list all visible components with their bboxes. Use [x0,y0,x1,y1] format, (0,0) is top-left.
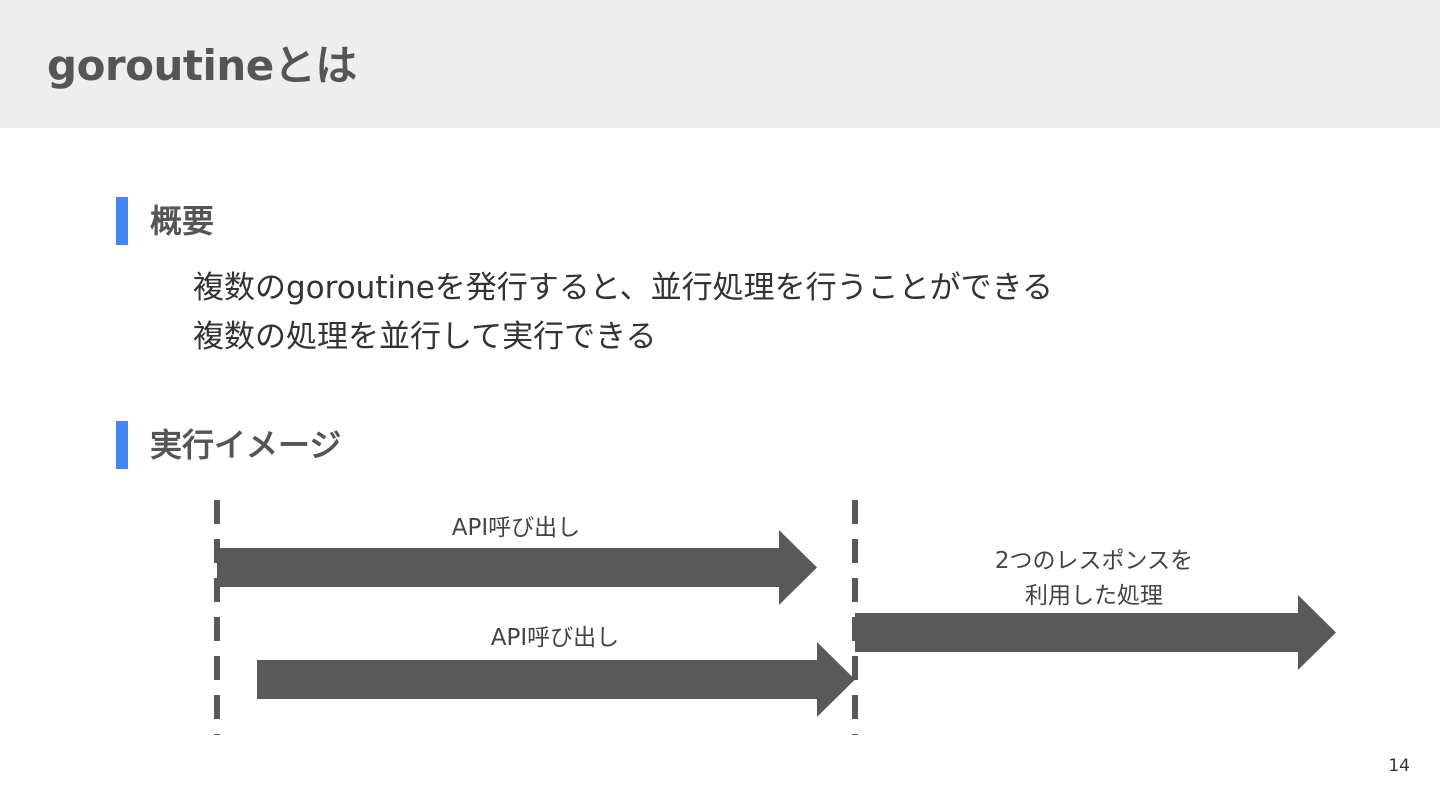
page-number: 14 [1388,756,1410,776]
execution-accent-bar [116,421,128,469]
api-call-label-1: API呼び出し [452,515,580,541]
result-label-line-1: 2つのレスポンスを [995,548,1193,574]
api-call-arrow-1 [217,530,817,605]
result-processing-arrow [855,595,1336,670]
overview-line-1: 複数のgoroutineを発行すると、並行処理を行うことができる [193,270,1053,306]
overview-accent-bar [116,197,128,245]
api-call-arrow-2 [257,642,855,717]
execution-heading: 実行イメージ [150,426,342,464]
result-label-line-2: 利用した処理 [1025,583,1163,609]
overview-heading: 概要 [150,202,215,240]
overview-line-2: 複数の処理を並行して実行できる [193,319,657,355]
slide-title: goroutineとは [47,41,357,90]
api-call-label-2: API呼び出し [491,625,619,651]
header-band [0,0,1440,128]
